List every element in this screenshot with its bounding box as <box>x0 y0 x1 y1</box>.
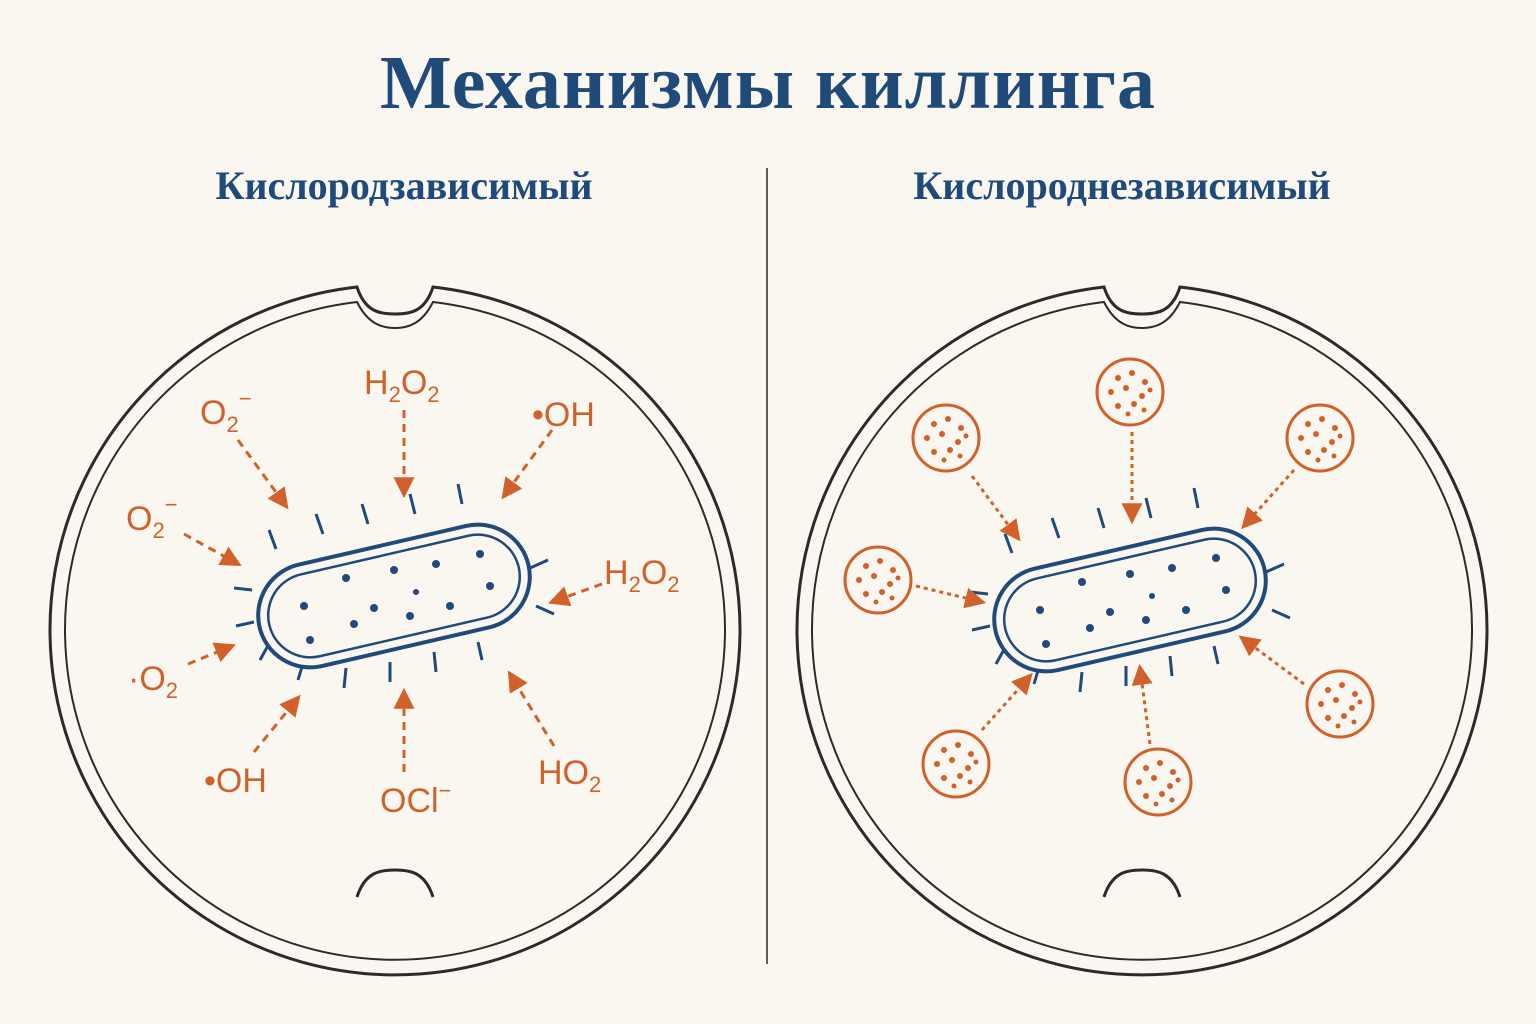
arrow-ho2-bottom-right <box>507 670 556 747</box>
arrow-o2-top-left <box>236 439 289 510</box>
granule-left <box>843 545 913 615</box>
label-h2o2-top: H2O2 <box>364 364 440 407</box>
arrow-granule-bottom-left <box>980 672 1033 731</box>
arrow-granule-bottom <box>1131 663 1153 745</box>
right-phagocyte <box>795 285 1489 977</box>
label-h2o2-right: H2O2 <box>604 554 680 597</box>
panel-divider <box>766 168 768 964</box>
arrow-oh-top-right <box>501 429 554 500</box>
granule-right <box>1305 669 1375 739</box>
left-ros-labels: O2− H2O2 •OH O2− H2O2 ·O2 •OH OCl− HO2 <box>126 364 680 820</box>
arrow-granule-right <box>1238 635 1305 686</box>
granule-bottom <box>1123 747 1193 817</box>
granule-top-right <box>1285 403 1355 473</box>
granule-arrows <box>915 432 1305 745</box>
arrow-granule-top-left <box>970 475 1021 542</box>
page-title: Механизмы киллинга <box>379 41 1157 125</box>
label-o2-bottom-left: ·O2 <box>128 660 178 703</box>
left-panel-heading: Кислородзависимый <box>215 163 593 208</box>
arrow-o2-bottom-left <box>187 642 236 666</box>
label-o2-left: O2− <box>126 492 178 543</box>
arrow-h2o2-right <box>548 582 603 607</box>
left-bacterium <box>232 482 556 690</box>
label-oh-bottom-left: •OH <box>204 762 267 800</box>
label-oh-top-right: •OH <box>532 396 595 434</box>
arrow-granule-left <box>915 584 987 609</box>
arrow-granule-top-right <box>1241 469 1296 530</box>
label-ocl-bottom: OCl− <box>380 778 451 820</box>
arrow-oh-bottom-left <box>252 694 301 753</box>
left-phagocyte <box>48 285 742 977</box>
granule-bottom-left <box>921 729 991 799</box>
arrow-o2-left <box>183 532 242 567</box>
left-ros-arrows <box>183 410 603 772</box>
right-bacterium <box>968 486 1292 694</box>
right-panel-heading: Кислороднезависимый <box>913 163 1331 208</box>
label-o2-top-left: O2− <box>200 386 252 437</box>
label-ho2-bottom-right: HO2 <box>538 754 601 797</box>
granule-top-left <box>911 403 981 473</box>
granule-top <box>1095 357 1165 427</box>
